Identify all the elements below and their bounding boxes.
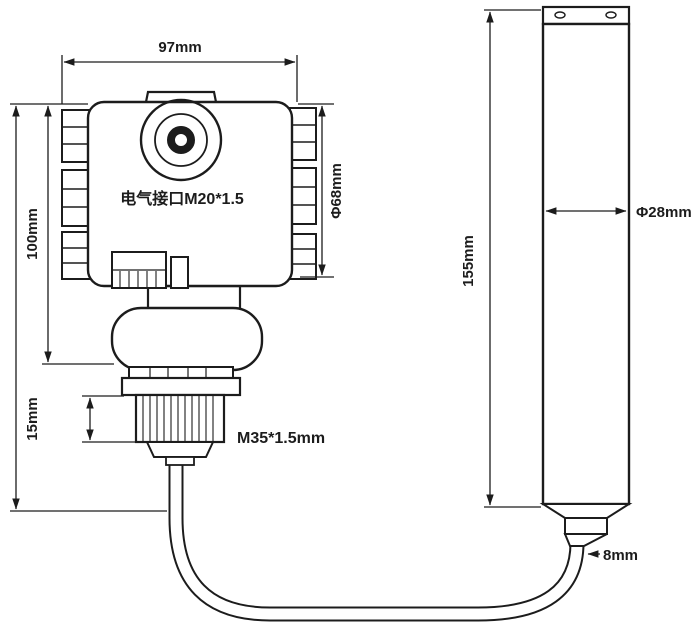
label-electrical-interface: 电气接口M20*1.5 — [120, 189, 244, 208]
dimension-labels: 97mm 100mm Φ68mm 15mm 155mm Φ28mm 8mm 电气… — [24, 39, 692, 564]
connection-cable — [168, 458, 585, 622]
label-housing-diameter: Φ68mm — [328, 163, 345, 219]
terminal-block — [111, 251, 189, 289]
probe-cap-hole-left — [554, 11, 566, 19]
right-fins — [289, 107, 317, 280]
display-cover-circle — [139, 98, 223, 182]
mounting-flange — [120, 366, 242, 397]
probe-cap-hole-right — [605, 11, 617, 19]
label-probe-diameter: Φ28mm — [636, 204, 692, 221]
label-housing-height: 100mm — [24, 208, 41, 260]
cable-outline — [168, 458, 585, 622]
dim-overall-height — [10, 103, 167, 512]
lock-nut — [145, 441, 215, 466]
housing-neck — [146, 284, 242, 312]
label-thread-height: 15mm — [24, 397, 41, 440]
level-probe — [539, 5, 633, 547]
process-connection-barrel — [110, 306, 264, 372]
dim-housing-width — [61, 55, 298, 104]
cable-core — [170, 458, 583, 620]
probe-cable-gland — [539, 503, 633, 547]
probe-body — [541, 22, 631, 506]
dim-housing-diameter — [298, 103, 334, 278]
thread-section — [134, 393, 226, 444]
dim-housing-height — [42, 105, 114, 365]
dim-probe-length — [484, 9, 541, 508]
label-probe-length: 155mm — [460, 235, 477, 287]
label-cable-diameter: 8mm — [603, 547, 638, 564]
dim-thread-height — [82, 395, 148, 443]
label-housing-width: 97mm — [158, 39, 201, 56]
transmitter-head — [61, 90, 317, 466]
label-thread-spec: M35*1.5mm — [237, 430, 325, 447]
dimension-lines — [10, 9, 627, 558]
left-fins — [61, 109, 91, 280]
